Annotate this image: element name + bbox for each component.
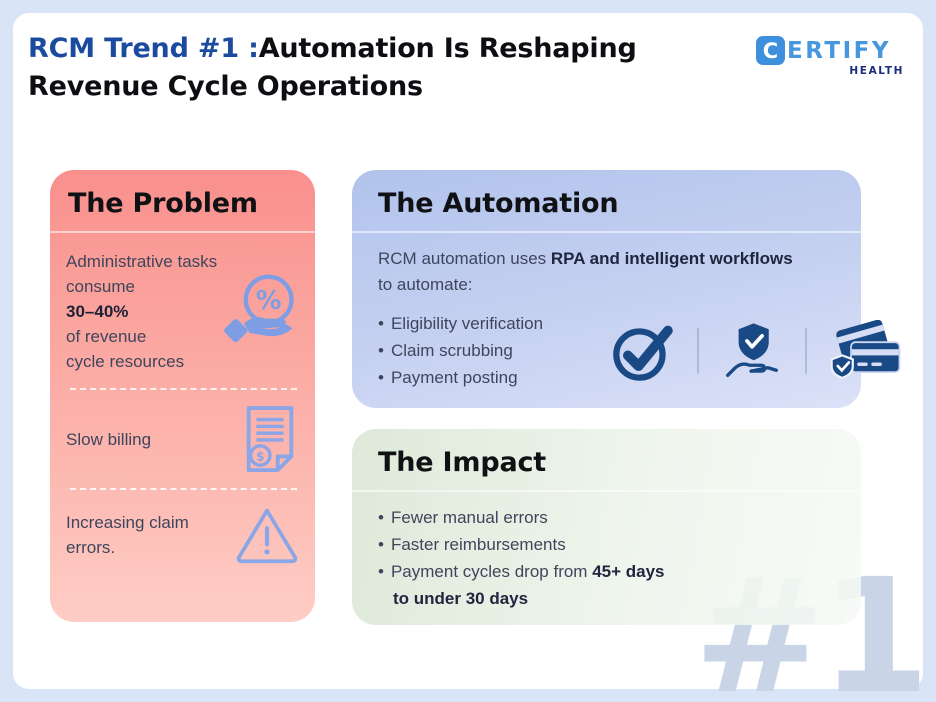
problem-title: The Problem bbox=[68, 188, 258, 219]
shield-hand-icon bbox=[726, 322, 778, 377]
logo-subtitle: HEALTH bbox=[849, 65, 904, 77]
list-item: •Payment cycles drop from 45+ days bbox=[378, 562, 665, 581]
page-title-accent: RCM Trend #1 : bbox=[28, 33, 259, 64]
list-item: •Faster reimbursements bbox=[378, 535, 566, 554]
percent-hand-icon: % bbox=[224, 274, 294, 342]
dashed-divider bbox=[70, 488, 297, 490]
problem-item-text: Administrative tasks consume 30–40% of r… bbox=[66, 252, 218, 371]
list-item: •Fewer manual errors bbox=[378, 508, 548, 527]
certify-health-logo: C ERTIFY HEALTH bbox=[756, 36, 906, 77]
automation-body: RCM automation uses RPA and intelligent … bbox=[352, 233, 901, 391]
automation-header: The Automation bbox=[352, 170, 861, 233]
logo-c-badge: C bbox=[756, 36, 785, 65]
dashed-divider bbox=[70, 388, 297, 390]
icon-divider bbox=[805, 327, 807, 374]
problem-item-admin-tasks: Administrative tasks consume 30–40% of r… bbox=[66, 249, 301, 374]
problem-item-slow-billing: Slow billing $ bbox=[66, 404, 301, 474]
automation-content-row: •Eligibility verification •Claim scrubbi… bbox=[378, 310, 901, 391]
automation-panel: The Automation RCM automation uses RPA a… bbox=[352, 170, 901, 408]
problem-item-claim-errors: Increasing claim errors. bbox=[66, 504, 301, 566]
problem-header: The Problem bbox=[50, 170, 315, 233]
svg-text:$: $ bbox=[256, 448, 265, 463]
page-title-line2: Revenue Cycle Operations bbox=[28, 71, 423, 102]
logo-wordmark: C ERTIFY bbox=[756, 36, 906, 65]
payment-cards-icon bbox=[830, 319, 901, 379]
icon-divider bbox=[697, 327, 699, 374]
problem-panel: The Problem Administrative tasks consume… bbox=[50, 170, 315, 622]
list-item: •Payment posting bbox=[378, 368, 518, 387]
problem-item-text: Slow billing bbox=[66, 429, 152, 449]
warning-icon bbox=[236, 508, 298, 564]
impact-body: •Fewer manual errors •Faster reimburseme… bbox=[352, 492, 861, 612]
page-title-rest: Automation Is Reshaping bbox=[258, 33, 637, 64]
list-item: •Eligibility verification bbox=[378, 314, 544, 333]
invoice-icon: $ bbox=[246, 406, 294, 472]
problem-item-text: Increasing claim errors. bbox=[66, 513, 189, 557]
svg-text:%: % bbox=[256, 286, 282, 316]
list-item: •Claim scrubbing bbox=[378, 341, 513, 360]
automation-title: The Automation bbox=[378, 188, 619, 219]
automation-bullet-list: •Eligibility verification •Claim scrubbi… bbox=[378, 310, 603, 391]
impact-panel: The Impact •Fewer manual errors •Faster … bbox=[352, 429, 861, 625]
impact-bullet-list: •Fewer manual errors •Faster reimburseme… bbox=[378, 504, 835, 612]
page-title-line1: RCM Trend #1 :Automation Is Reshaping bbox=[28, 30, 637, 68]
list-item-continuation: to under 30 days bbox=[393, 589, 529, 608]
problem-body: Administrative tasks consume 30–40% of r… bbox=[50, 233, 315, 566]
automation-intro: RCM automation uses RPA and intelligent … bbox=[378, 249, 793, 294]
automation-icons-row bbox=[611, 319, 903, 383]
impact-header: The Impact bbox=[352, 429, 861, 492]
logo-wordmark-text: ERTIFY bbox=[787, 37, 892, 64]
check-circle-icon bbox=[613, 325, 673, 381]
impact-title: The Impact bbox=[378, 447, 546, 478]
page-title: RCM Trend #1 :Automation Is Reshaping Re… bbox=[28, 30, 637, 106]
